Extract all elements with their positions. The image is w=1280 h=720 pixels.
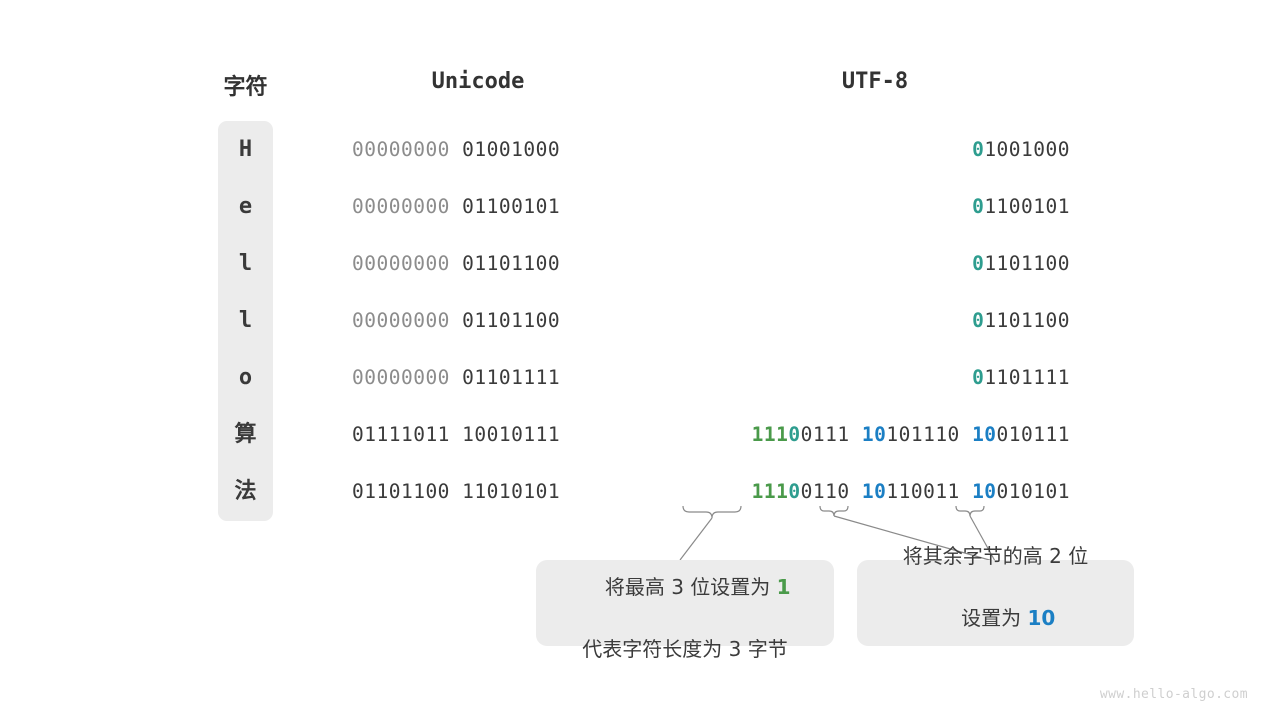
unicode-cell: 00000000 01101100 (352, 292, 560, 349)
character-column-panel (218, 121, 273, 521)
note-1-highlight: 1 (776, 575, 791, 599)
note-2-line-2: 设置为 10 (936, 572, 1056, 665)
unicode-cell: 00000000 01100101 (352, 178, 560, 235)
note-2-line-2-text: 设置为 (961, 606, 1028, 630)
utf8-byte-prefix: 111 (751, 480, 789, 503)
unicode-low-byte: 10010111 (462, 423, 561, 446)
character-cell: o (238, 365, 253, 390)
unicode-cell: 00000000 01101100 (352, 235, 560, 292)
unicode-low-byte: 01101100 (462, 309, 561, 332)
unicode-high-byte: 01111011 (352, 423, 463, 446)
utf8-byte-payload: 101110 (886, 423, 960, 446)
character-cell: l (238, 308, 253, 333)
unicode-high-byte: 00000000 (352, 252, 463, 275)
utf8-byte-payload: 1101100 (984, 252, 1070, 275)
utf8-cell: 11100111 10101110 10010111 (560, 406, 1070, 463)
unicode-high-byte: 00000000 (352, 195, 463, 218)
unicode-low-byte: 01101100 (462, 252, 561, 275)
unicode-cell: 00000000 01001000 (352, 121, 560, 178)
utf8-cell: 01101100 (560, 235, 1070, 292)
unicode-high-byte: 00000000 (352, 366, 463, 389)
watermark: www.hello-algo.com (1099, 687, 1248, 702)
utf8-cell: 01001000 (560, 121, 1070, 178)
utf8-byte-payload: 110011 (886, 480, 960, 503)
utf8-byte-prefix: 0 (972, 252, 985, 275)
note-1-line-1: 将最高 3 位设置为 1 (579, 541, 791, 634)
note-1-line-1-text: 将最高 3 位设置为 (604, 575, 777, 599)
column-header-utf8: UTF-8 (841, 69, 909, 94)
note-2-highlight: 10 (1027, 606, 1056, 630)
unicode-cell: 01111011 10010111 (352, 406, 560, 463)
note-box-leading-bits: 将最高 3 位设置为 1 代表字符长度为 3 字节 (536, 560, 834, 661)
utf8-byte-prefix: 0 (972, 309, 985, 332)
utf8-cell: 01100101 (560, 178, 1070, 235)
utf8-byte-prefix: 10 (972, 423, 997, 446)
unicode-cell: 00000000 01101111 (352, 349, 560, 406)
unicode-cell: 01101100 11010101 (352, 463, 560, 520)
utf8-byte-prefix: 10 (861, 423, 887, 446)
utf8-byte-midbit: 0 (788, 423, 801, 446)
unicode-low-byte: 01001000 (462, 138, 561, 161)
utf8-byte-prefix: 0 (972, 195, 985, 218)
character-cell: H (238, 137, 253, 162)
utf8-byte-payload: 1100101 (984, 195, 1070, 218)
utf8-byte-prefix: 0 (972, 138, 985, 161)
character-cell: 法 (234, 479, 257, 504)
unicode-low-byte: 01100101 (462, 195, 561, 218)
utf8-byte-payload: 010111 (996, 423, 1070, 446)
note-1-line-2: 代表字符长度为 3 字节 (582, 637, 788, 661)
character-cell: 算 (234, 422, 257, 447)
utf8-cell: 01101100 (560, 292, 1070, 349)
column-header-character: 字符 (223, 75, 268, 100)
utf8-byte-payload: 1101111 (984, 366, 1070, 389)
utf8-byte-payload: 1101100 (984, 309, 1070, 332)
utf8-byte-payload: 010101 (996, 480, 1070, 503)
note-2-line-1: 将其余字节的高 2 位 (902, 544, 1089, 568)
unicode-high-byte: 00000000 (352, 309, 463, 332)
utf8-byte-prefix: 111 (751, 423, 789, 446)
unicode-low-byte: 01101111 (462, 366, 561, 389)
utf8-byte-prefix: 0 (972, 366, 985, 389)
utf8-byte-payload: 0110 (800, 480, 850, 503)
utf8-cell: 11100110 10110011 10010101 (560, 463, 1070, 520)
utf8-byte-payload: 1001000 (984, 138, 1070, 161)
note-box-continuation-bits: 将其余字节的高 2 位 设置为 10 (857, 544, 1134, 646)
unicode-high-byte: 00000000 (352, 138, 463, 161)
utf8-byte-midbit: 0 (788, 480, 801, 503)
column-header-unicode: Unicode (431, 69, 525, 94)
utf8-byte-payload: 0111 (800, 423, 850, 446)
utf8-byte-prefix: 10 (972, 480, 997, 503)
character-cell: l (238, 251, 253, 276)
utf8-cell: 01101111 (560, 349, 1070, 406)
unicode-high-byte: 01101100 (352, 480, 463, 503)
utf8-byte-prefix: 10 (861, 480, 887, 503)
character-cell: e (238, 194, 253, 219)
unicode-low-byte: 11010101 (462, 480, 561, 503)
